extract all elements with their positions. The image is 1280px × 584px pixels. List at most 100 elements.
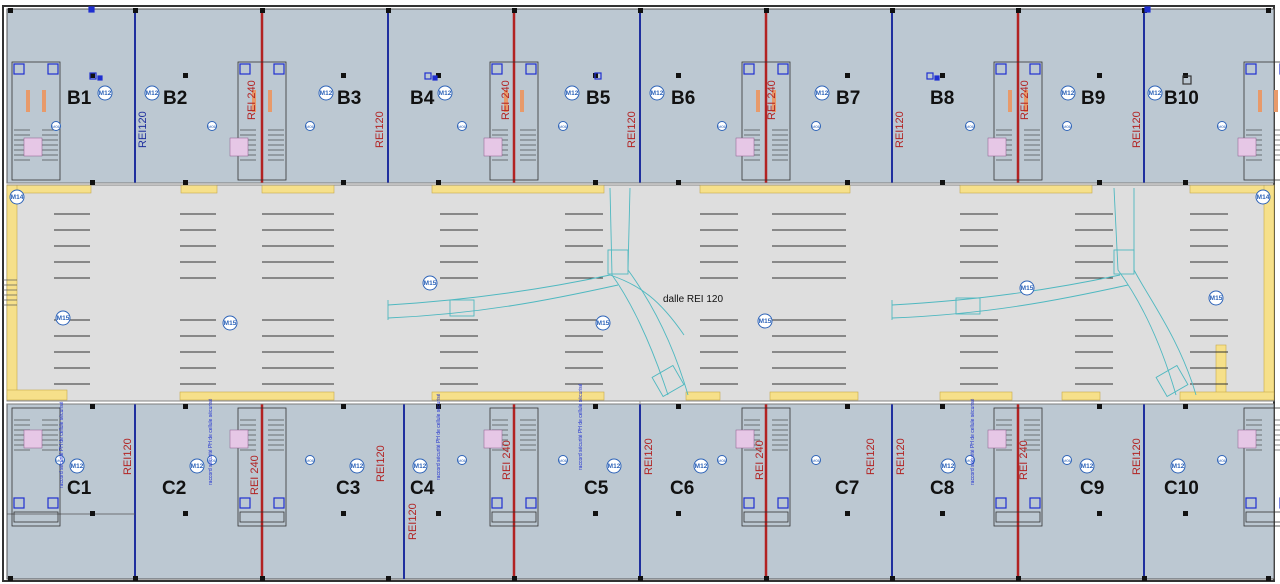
top-cell-labels: B1 B2 B3 B4 B5 B6 B7 B8 B9 B10 (67, 88, 1199, 109)
rei240-label-bottom-4: REI 240 (1018, 440, 1030, 480)
m06-marker: M06 (717, 121, 727, 131)
m12-marker: M12 (649, 85, 665, 101)
m06-marker: M06 (811, 121, 821, 131)
pillar (593, 180, 598, 185)
technical-room (483, 429, 503, 449)
m15-marker: M15 (55, 310, 71, 326)
svg-text:M12: M12 (146, 90, 159, 97)
svg-text:M12: M12 (1081, 463, 1094, 470)
pillar (593, 404, 598, 409)
rei240-label-top-2: REI 240 (500, 80, 512, 120)
m06-marker: M06 (51, 121, 61, 131)
svg-text:M12: M12 (608, 463, 621, 470)
m06-marker: M06 (457, 455, 467, 465)
rei120-label-top-4: REI120 (894, 111, 906, 148)
svg-text:M06: M06 (966, 458, 975, 463)
pillar (940, 404, 945, 409)
pillar (341, 404, 346, 409)
pillar (593, 511, 598, 516)
svg-text:M12: M12 (71, 463, 84, 470)
pillar (8, 8, 13, 13)
vehicle-paths (387, 187, 1197, 398)
pillar (90, 404, 95, 409)
pillars (8, 8, 1271, 581)
pillar (436, 73, 441, 78)
pillar (1016, 576, 1021, 581)
technical-room (483, 137, 503, 157)
cell-label-b1: B1 (67, 88, 92, 109)
cell-label-c5: C5 (584, 478, 609, 499)
cell-label-b6: B6 (671, 88, 695, 109)
circulation-edges (7, 182, 1274, 405)
security-notes: raccord sécurité PH de cellule sécurisé … (59, 383, 976, 488)
pillar (940, 73, 945, 78)
cell-label-c6: C6 (670, 478, 694, 499)
bottom-partitions (7, 404, 1145, 579)
svg-text:M12: M12 (351, 463, 364, 470)
svg-text:M06: M06 (812, 124, 821, 129)
pillar (845, 73, 850, 78)
m12-marker: M12 (1079, 458, 1095, 474)
rei240-label-bottom-3: REI 240 (754, 440, 766, 480)
svg-text:M15: M15 (597, 320, 610, 327)
pillar (436, 511, 441, 516)
m06-marker: M06 (1217, 121, 1227, 131)
rei240-label-top-1: REI 240 (246, 80, 258, 120)
rei120-label-bottom-5: REI120 (865, 438, 877, 475)
pillar (845, 404, 850, 409)
pillar (341, 73, 346, 78)
pillar (341, 180, 346, 185)
technical-room (735, 137, 755, 157)
m15-marker: M15 (422, 275, 438, 291)
svg-text:M06: M06 (458, 458, 467, 463)
technical-room (987, 429, 1007, 449)
svg-text:M06: M06 (56, 458, 65, 463)
pillar (845, 511, 850, 516)
svg-text:M06: M06 (559, 124, 568, 129)
cell-label-b4: B4 (410, 88, 435, 109)
pillar (133, 576, 138, 581)
pillar (341, 511, 346, 516)
rei120-label-bottom-3: REI120 (407, 503, 419, 540)
pillar (90, 180, 95, 185)
pillar (90, 73, 95, 78)
bottom-cell-labels: C1 C2 C3 C4 C5 C6 C7 C8 C9 C10 (67, 478, 1199, 499)
pillar (386, 576, 391, 581)
svg-text:M06: M06 (1218, 458, 1227, 463)
m12-marker: M12 (1170, 458, 1186, 474)
svg-text:M06: M06 (458, 124, 467, 129)
svg-text:M14: M14 (1257, 194, 1270, 201)
pillar (940, 180, 945, 185)
m15-marker: M15 (1208, 290, 1224, 306)
svg-text:M06: M06 (718, 458, 727, 463)
rei240-label-top-4: REI 240 (1019, 80, 1031, 120)
pillar (183, 180, 188, 185)
technical-room (735, 429, 755, 449)
m12-marker: M12 (1147, 85, 1163, 101)
pillar (436, 404, 441, 409)
m12-marker: M12 (318, 85, 334, 101)
m12-marker: M12 (349, 458, 365, 474)
svg-text:M12: M12 (1172, 463, 1185, 470)
m06-marker: M06 (457, 121, 467, 131)
m14-marker: M14 (9, 189, 25, 205)
svg-text:M12: M12 (942, 463, 955, 470)
m12-marker: M12 (189, 458, 205, 474)
note-c2: raccord sécurité PH de cellule sécurisé (208, 398, 214, 485)
parking-stalls (54, 213, 1228, 385)
pillar (676, 511, 681, 516)
svg-text:M12: M12 (99, 90, 112, 97)
svg-text:M06: M06 (559, 458, 568, 463)
svg-text:M06: M06 (1063, 124, 1072, 129)
svg-text:M06: M06 (812, 458, 821, 463)
m06-marker: M06 (965, 121, 975, 131)
pillar (890, 8, 895, 13)
pillar (183, 511, 188, 516)
cell-label-c1: C1 (67, 478, 92, 499)
cell-label-b8: B8 (930, 88, 954, 109)
svg-text:M15: M15 (57, 315, 70, 322)
m15-marker: M15 (595, 315, 611, 331)
svg-text:M12: M12 (191, 463, 204, 470)
